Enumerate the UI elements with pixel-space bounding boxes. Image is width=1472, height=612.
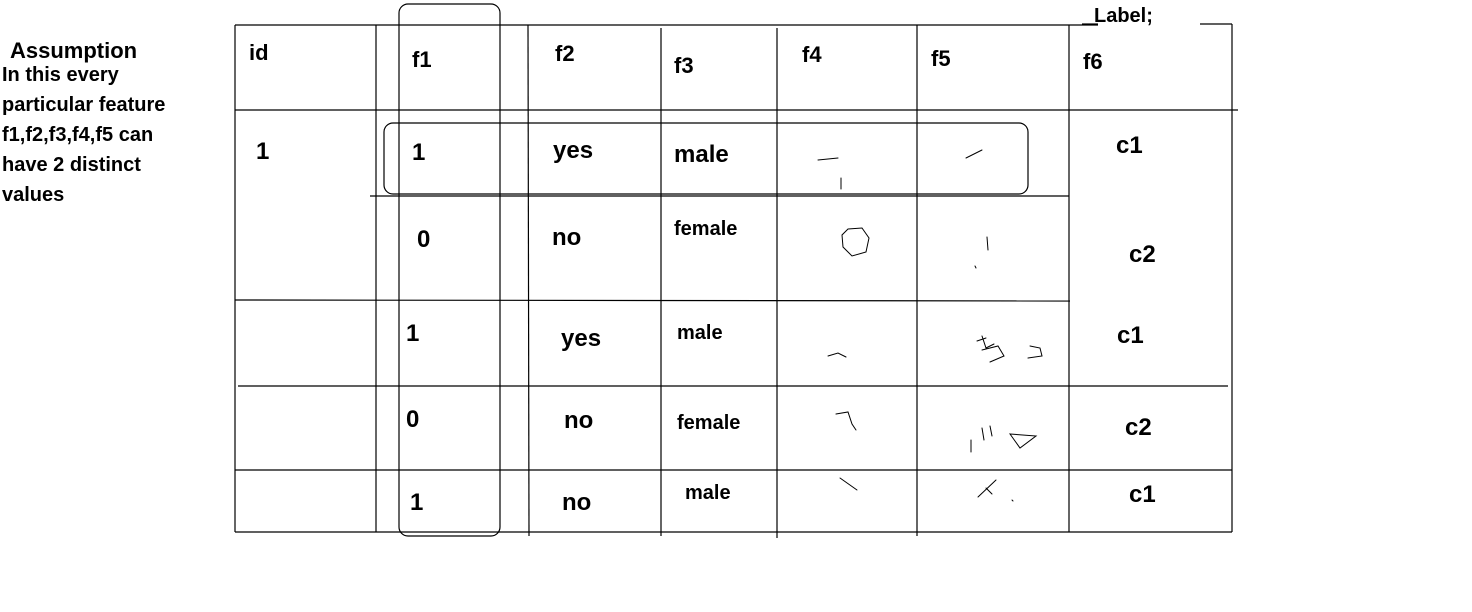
row4-f3: female — [677, 412, 741, 434]
row4-f2: no — [564, 407, 594, 434]
scribble-f5-r4 — [970, 425, 1038, 453]
scribble-f4-r1 — [817, 157, 839, 161]
row4-f6: c2 — [1125, 414, 1152, 441]
scribble-f4-r4 — [835, 411, 857, 431]
row-separator-2 — [234, 299, 1071, 302]
row1-f2: yes — [553, 137, 594, 164]
row2-f2: no — [552, 224, 582, 251]
row3-f1: 1 — [406, 320, 420, 347]
col-divider-f1-f2 — [527, 24, 530, 537]
label-title: Label; — [1094, 5, 1153, 27]
scribble-f4-r3 — [827, 352, 847, 358]
row4-f1: 0 — [406, 406, 420, 433]
row2-f1: 0 — [417, 226, 431, 253]
row-1-highlight — [383, 122, 1029, 195]
header-f1: f1 — [412, 47, 432, 72]
scribble-f5-r2-dot — [974, 265, 977, 269]
header-f2: f2 — [555, 41, 575, 66]
assumption-note: In this every particular feature f1,f2,f… — [2, 64, 166, 206]
f1-column-highlight — [398, 3, 501, 537]
row3-f6: c1 — [1117, 322, 1144, 349]
row3-f3: male — [677, 322, 723, 344]
row1-id: 1 — [256, 138, 270, 165]
header-f3: f3 — [674, 53, 694, 78]
header-f4: f4 — [802, 42, 822, 67]
row1-f1: 1 — [412, 139, 426, 166]
assumption-heading: Assumption — [10, 38, 138, 63]
header-id: id — [249, 40, 269, 65]
row5-f2: no — [562, 489, 592, 516]
scribble-f5-r1 — [965, 149, 983, 159]
scribble-marks — [817, 149, 1043, 502]
row2-f3: female — [674, 218, 738, 240]
scribble-f4-r2 — [841, 227, 870, 257]
row1-f6: c1 — [1116, 132, 1143, 159]
row1-f3: male — [674, 141, 729, 168]
row5-f3: male — [685, 482, 731, 504]
row5-f1: 1 — [410, 489, 424, 516]
scribble-f5-r3 — [976, 335, 1043, 363]
scribble-f5-r2 — [986, 236, 989, 251]
row2-f6: c2 — [1129, 241, 1156, 268]
scribble-f5-r5 — [977, 479, 1014, 502]
row5-f6: c1 — [1129, 481, 1156, 508]
row3-f2: yes — [561, 325, 602, 352]
header-f5: f5 — [931, 46, 951, 71]
header-f6: f6 — [1083, 49, 1103, 74]
scribble-f4-r5 — [839, 477, 858, 491]
